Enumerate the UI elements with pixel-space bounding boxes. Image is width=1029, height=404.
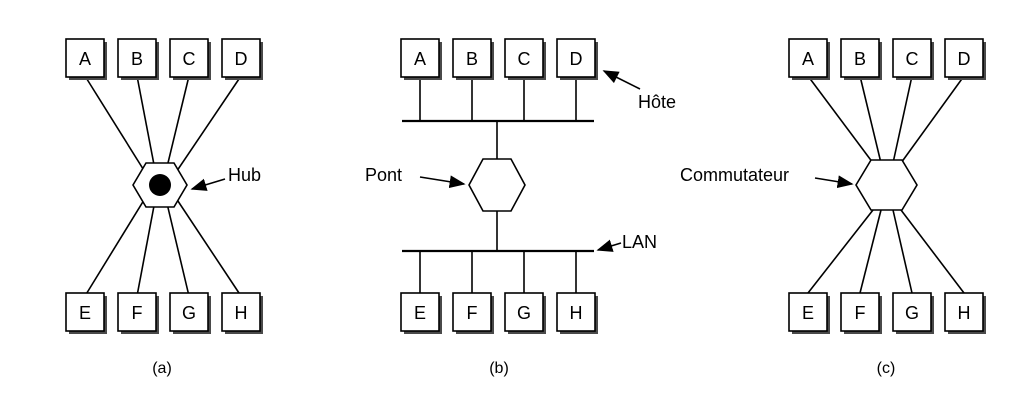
host-label: B	[131, 49, 143, 69]
panel-a-top-hosts: A B C D	[65, 38, 263, 80]
host-box	[169, 292, 209, 332]
host-box	[892, 292, 932, 332]
host-box	[452, 38, 492, 78]
host-label: F	[467, 303, 478, 323]
panel-b-top-hosts: A B C D	[400, 38, 598, 80]
hub-dot	[149, 174, 171, 196]
host-arrow	[602, 70, 641, 90]
host-label: E	[802, 303, 814, 323]
host-label: E	[414, 303, 426, 323]
host-label: H	[235, 303, 248, 323]
host-label: A	[414, 49, 426, 69]
host-label-callout: Hôte	[638, 92, 676, 112]
host-box	[221, 292, 261, 332]
host-label: C	[906, 49, 919, 69]
host-label: E	[79, 303, 91, 323]
host-label: G	[905, 303, 919, 323]
host-label: A	[79, 49, 91, 69]
switch-label: Commutateur	[680, 165, 789, 185]
caption-a: (a)	[152, 360, 172, 377]
panel-a-hub: A B C D E F G H Hub (a)	[65, 38, 263, 377]
host-label: G	[517, 303, 531, 323]
host-box	[788, 292, 828, 332]
bridge-arrow	[419, 175, 466, 189]
host-box	[169, 38, 209, 78]
host-label: B	[466, 49, 478, 69]
host-label: A	[802, 49, 814, 69]
host-label: G	[182, 303, 196, 323]
host-box	[556, 292, 596, 332]
hub-label: Hub	[228, 165, 261, 185]
panel-c-switch: A B C D E F G H Commutateur	[680, 38, 986, 377]
host-box	[556, 38, 596, 78]
host-label: D	[570, 49, 583, 69]
panel-c-bottom-hosts: E F G H	[788, 292, 986, 334]
host-box	[117, 38, 157, 78]
host-box	[400, 38, 440, 78]
bridge-label: Pont	[365, 165, 402, 185]
host-label: F	[855, 303, 866, 323]
panel-b-bridge: A B C D E F G H Hôte P	[365, 38, 676, 377]
host-label: D	[958, 49, 971, 69]
switch-arrow	[814, 175, 854, 189]
lan-label: LAN	[622, 232, 657, 252]
host-box	[504, 292, 544, 332]
panel-b-links	[419, 76, 577, 293]
host-box	[840, 38, 880, 78]
host-box	[840, 292, 880, 332]
host-box	[221, 38, 261, 78]
host-label: C	[518, 49, 531, 69]
host-label: C	[183, 49, 196, 69]
switch-hexagon	[855, 159, 918, 211]
panel-c-links	[807, 75, 965, 294]
host-box	[504, 38, 544, 78]
host-box	[452, 292, 492, 332]
host-box	[788, 38, 828, 78]
host-box	[65, 292, 105, 332]
caption-c: (c)	[877, 360, 896, 377]
panel-a-bottom-hosts: E F G H	[65, 292, 263, 334]
hub-arrow	[190, 178, 226, 191]
host-label: D	[235, 49, 248, 69]
lan-arrow	[596, 239, 622, 252]
host-label: H	[570, 303, 583, 323]
host-box	[944, 38, 984, 78]
host-box	[65, 38, 105, 78]
host-label: B	[854, 49, 866, 69]
host-box	[892, 38, 932, 78]
bridge-hexagon	[468, 158, 526, 212]
host-box	[944, 292, 984, 332]
panel-b-bottom-hosts: E F G H	[400, 292, 598, 334]
host-label: F	[132, 303, 143, 323]
host-label: H	[958, 303, 971, 323]
host-box	[400, 292, 440, 332]
panel-c-top-hosts: A B C D	[788, 38, 986, 80]
caption-b: (b)	[489, 360, 509, 377]
host-box	[117, 292, 157, 332]
